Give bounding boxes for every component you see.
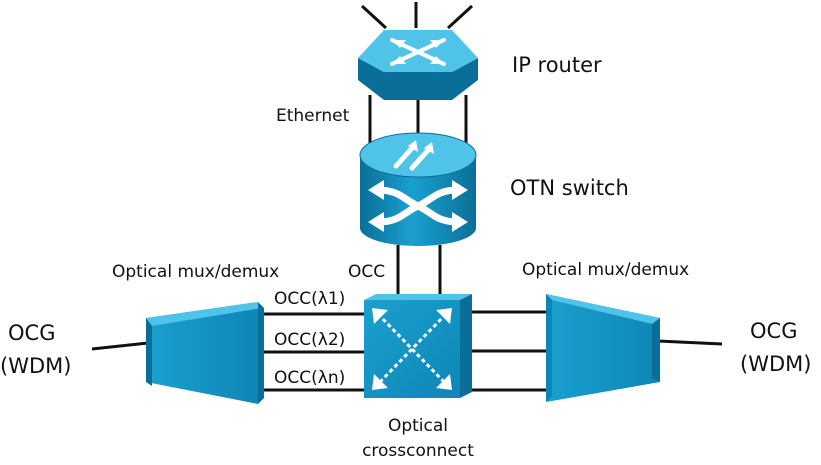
ocg-right-link — [657, 339, 723, 346]
occ-lambdan-label: OCC(λn) — [274, 368, 345, 388]
otn-switch-label: OTN switch — [510, 176, 629, 200]
optical-mux-icon — [146, 302, 264, 404]
ip-router-label: IP router — [512, 53, 602, 77]
optical-mux-icon — [546, 294, 660, 402]
ocg-left-link — [91, 341, 149, 351]
mux-left-label: Optical mux/demux — [112, 262, 279, 282]
router-uplink-line — [446, 4, 474, 30]
router-uplink-line — [360, 4, 388, 30]
oxc-label-line2: crossconnect — [362, 441, 474, 461]
otn-switch-icon — [359, 132, 477, 246]
occ-label: OCC — [348, 262, 385, 282]
ocg-right-label: OCG — [750, 319, 797, 343]
ocg-left-label: OCG — [8, 321, 55, 345]
connection-lines — [91, 2, 723, 392]
router-icon — [358, 30, 478, 100]
wdm-left-label: (WDM) — [0, 354, 71, 378]
wdm-right-label: (WDM) — [740, 352, 811, 376]
ethernet-label: Ethernet — [276, 106, 350, 126]
optical-crossconnect-icon — [364, 294, 472, 398]
occ-lambda2-label: OCC(λ2) — [274, 330, 345, 350]
occ-lambda1-label: OCC(λ1) — [274, 289, 345, 309]
mux-right-label: Optical mux/demux — [522, 260, 689, 280]
oxc-label-line1: Optical — [388, 416, 448, 436]
